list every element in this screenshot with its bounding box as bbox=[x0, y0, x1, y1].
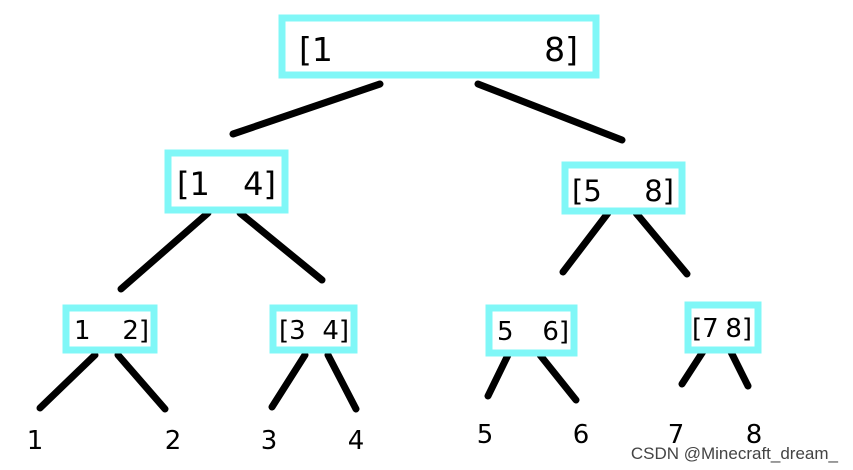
node-right-label: 8] bbox=[544, 30, 578, 69]
node-left-label: [1 bbox=[299, 30, 333, 69]
edge-root-left bbox=[229, 80, 384, 138]
edge-7-8-right bbox=[726, 346, 752, 390]
node-5-8: [5 8] bbox=[561, 161, 686, 215]
leaf-label: 6 bbox=[573, 420, 590, 450]
node-left-label: [3 bbox=[279, 316, 306, 346]
node-box bbox=[561, 161, 686, 215]
edge-1-2-right bbox=[114, 351, 169, 413]
node-right-label: 8] bbox=[644, 174, 674, 208]
edge-3-4-right bbox=[324, 351, 360, 413]
edge-5-6-left bbox=[484, 351, 512, 400]
edge-5-8-right bbox=[632, 209, 691, 278]
node-left-label: 1 bbox=[74, 316, 91, 346]
node-left-label: 5 bbox=[497, 317, 514, 347]
node-box bbox=[278, 14, 600, 79]
node-box bbox=[164, 149, 289, 214]
edge-5-6-right bbox=[536, 351, 580, 404]
node-box bbox=[684, 301, 762, 354]
edge-root-right bbox=[474, 80, 626, 144]
node-left-label: [7 bbox=[692, 314, 719, 344]
node-box bbox=[485, 304, 578, 357]
tree-edges bbox=[36, 80, 752, 413]
edge-1-4-left bbox=[117, 209, 212, 293]
leaf-label: 4 bbox=[348, 426, 365, 456]
edge-1-2-left bbox=[36, 351, 99, 412]
node-box bbox=[62, 304, 158, 354]
node-right-label: 2] bbox=[122, 316, 149, 346]
leaf-label: 8 bbox=[746, 420, 763, 450]
leaf-label: 2 bbox=[165, 426, 182, 456]
node-7-8: [7 8] bbox=[684, 301, 762, 354]
watermark-text: CSDN @Minecraft_dream_ bbox=[631, 444, 839, 463]
node-1-4: [1 4] bbox=[164, 149, 289, 214]
node-3-4: [3 4] bbox=[269, 304, 358, 354]
node-1-2: 1 2] bbox=[62, 304, 158, 354]
leaf-label: 7 bbox=[668, 420, 685, 450]
edge-1-4-right bbox=[236, 209, 326, 284]
edge-5-8-left bbox=[559, 209, 612, 276]
node-right-label: 4] bbox=[243, 165, 276, 203]
node-right-label: 6] bbox=[542, 317, 569, 347]
edge-7-8-left bbox=[678, 346, 708, 388]
edge-3-4-left bbox=[268, 351, 309, 411]
node-box bbox=[269, 304, 358, 354]
leaf-label: 1 bbox=[27, 426, 44, 456]
leaf-labels: 1 2 3 4 5 6 7 8 bbox=[27, 420, 763, 456]
node-right-label: 8] bbox=[725, 314, 752, 344]
node-left-label: [5 bbox=[572, 174, 602, 208]
node-right-label: 4] bbox=[322, 316, 349, 346]
leaf-label: 3 bbox=[261, 426, 278, 456]
leaf-label: 5 bbox=[477, 420, 494, 450]
node-5-6: 5 6] bbox=[485, 304, 578, 357]
node-root: [1 8] bbox=[278, 14, 600, 79]
node-left-label: [1 bbox=[177, 165, 210, 203]
